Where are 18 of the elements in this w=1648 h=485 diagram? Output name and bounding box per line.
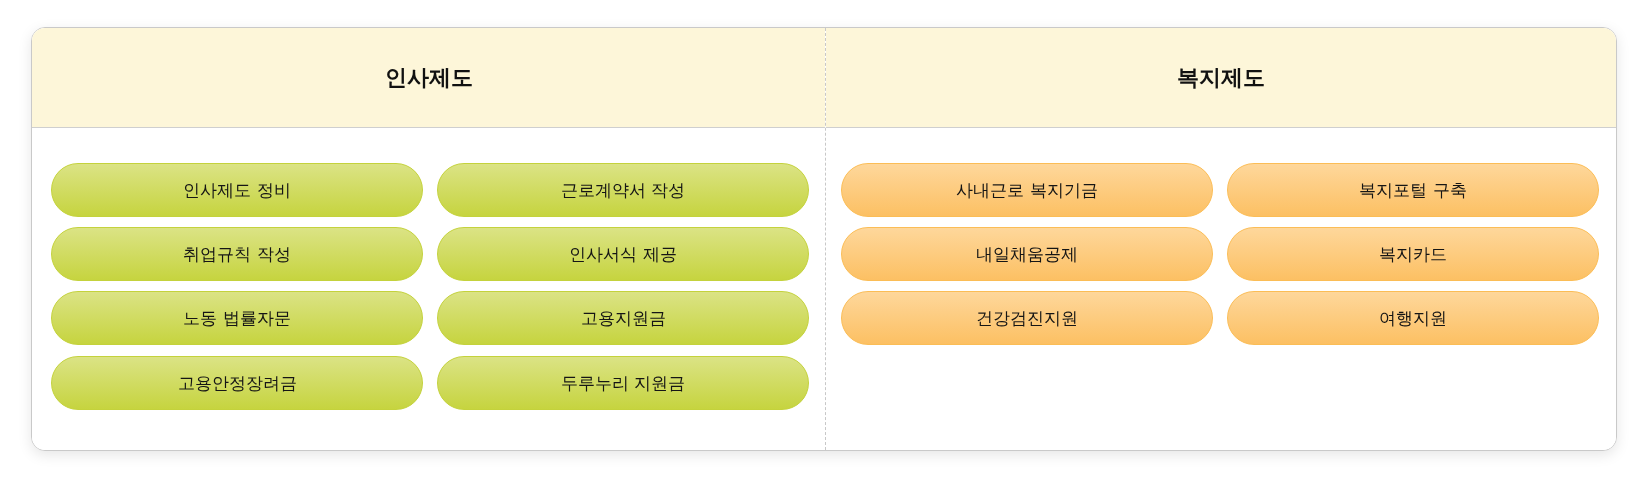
pill-box: 인사제도 정비 [51,163,423,217]
pill-box: 근로계약서 작성 [437,163,809,217]
pill-box: 취업규칙 작성 [51,227,423,281]
column-heading: 복지제도 [826,28,1616,128]
pill-box: 두루누리 지원금 [437,356,809,410]
column-panel [825,28,1616,450]
pill-box: 고용지원금 [437,291,809,345]
pill-box: 복지카드 [1227,227,1599,281]
column-panel [32,28,825,450]
pill-box: 내일채움공제 [841,227,1213,281]
pill-box: 복지포털 구축 [1227,163,1599,217]
pill-box: 노동 법률자문 [51,291,423,345]
pill-box: 여행지원 [1227,291,1599,345]
pill-box: 건강검진지원 [841,291,1213,345]
pill-box: 사내근로 복지기금 [841,163,1213,217]
column-heading: 인사제도 [32,28,825,128]
pill-box: 인사서식 제공 [437,227,809,281]
pill-box: 고용안정장려금 [51,356,423,410]
